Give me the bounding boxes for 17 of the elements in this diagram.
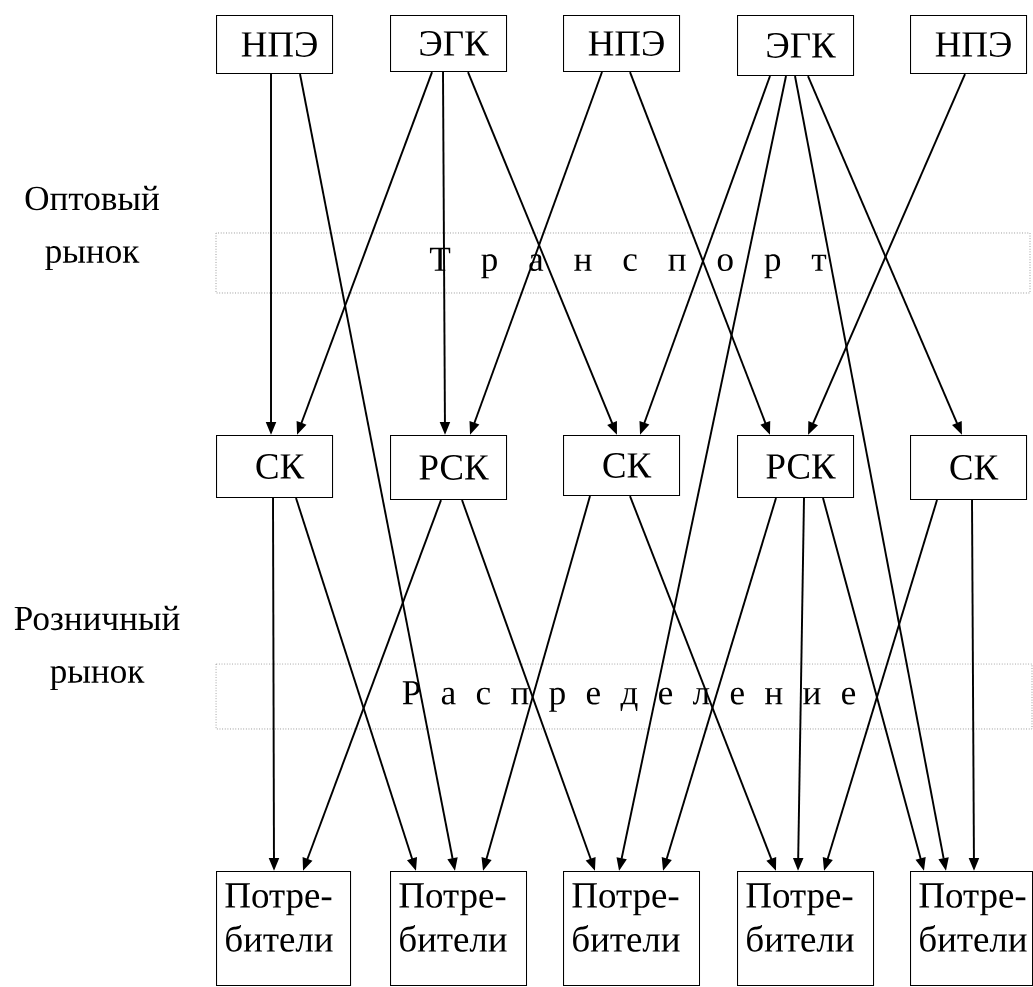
- company-box: СК: [563, 435, 681, 497]
- market-label: Розничный рынок: [14, 605, 180, 691]
- market-label: Оптовый рынок: [25, 185, 159, 271]
- company-box: НПЭ: [563, 15, 681, 73]
- consumer-box: Потре- бители: [737, 871, 875, 987]
- consumer-box: Потре- бители: [910, 871, 1033, 987]
- company-box: РСК: [737, 435, 855, 499]
- company-box: РСК: [390, 435, 508, 501]
- consumer-box: Потре- бители: [563, 871, 701, 987]
- company-box: ЭГК: [737, 15, 855, 77]
- consumer-box: Потре- бители: [216, 871, 352, 987]
- company-box: СК: [216, 435, 334, 499]
- company-box: НПЭ: [216, 15, 334, 75]
- consumer-box: Потре- бители: [390, 871, 528, 987]
- company-box: НПЭ: [910, 15, 1028, 75]
- company-box: СК: [910, 435, 1028, 501]
- company-box: ЭГК: [390, 15, 508, 73]
